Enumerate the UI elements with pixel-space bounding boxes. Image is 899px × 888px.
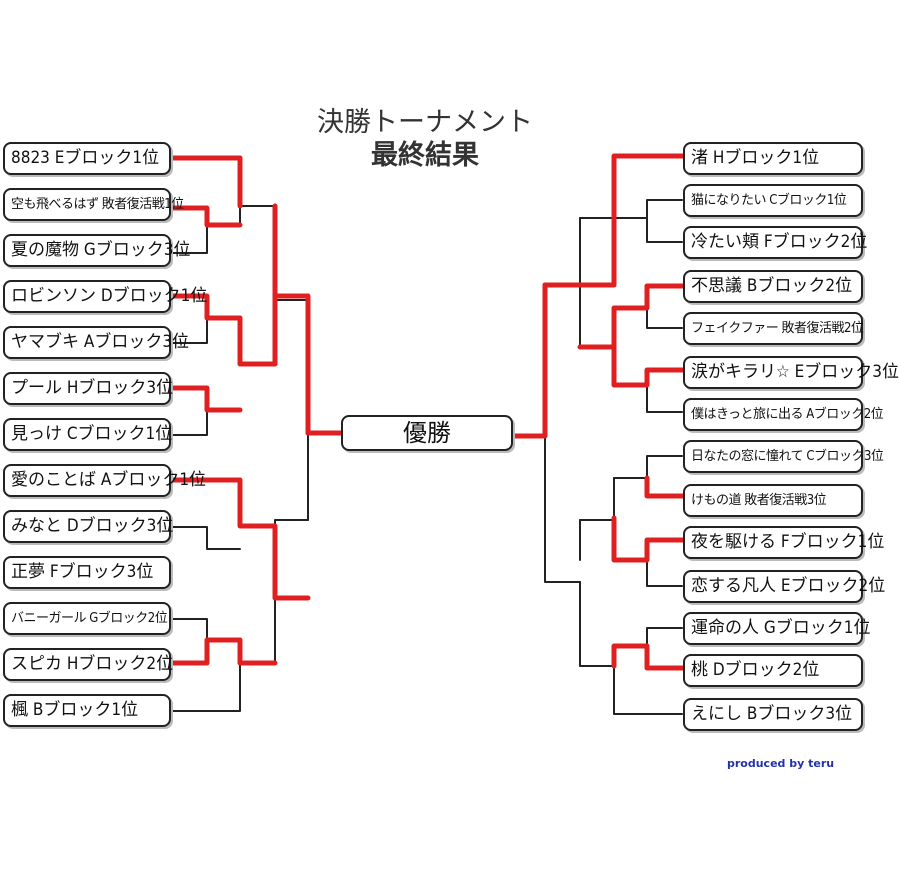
- right-entry-3: 冷たい頬 Fブロック2位: [683, 226, 867, 259]
- left-entry-13: 楓 Bブロック1位: [3, 694, 171, 727]
- champion-box: 優勝: [341, 415, 513, 451]
- bracket-connector: [613, 665, 683, 715]
- left-entry-6: プール Hブロック3位: [3, 372, 173, 405]
- right-entry-12: 運命の人 Gブロック1位: [683, 612, 870, 645]
- winning-path-connector: [644, 475, 689, 499]
- right-entry-13: 桃 Dブロック2位: [683, 654, 863, 687]
- bracket-connector: [239, 639, 276, 664]
- winning-path-connector: [272, 293, 311, 436]
- right-entry-14: えにし Bブロック3位: [683, 698, 863, 731]
- bracket-connector: [579, 581, 615, 667]
- bracket-connector: [274, 205, 309, 301]
- bracket-connector: [613, 559, 683, 587]
- right-entry-2: 猫になりたい Cブロック1位: [683, 184, 863, 217]
- bracket-connector: [171, 526, 241, 550]
- winning-path-connector: [169, 477, 311, 601]
- winning-path-connector: [577, 344, 689, 388]
- right-entry-5: フェイクファー 敗者復活戦2位: [683, 312, 864, 345]
- left-entry-2: 空も飛べるはず 敗者復活戦1位: [3, 188, 184, 221]
- left-entry-11: バニーガール Gブロック2位: [3, 602, 171, 635]
- right-entry-7: 僕はきっと旅に出る Aブロック2位: [683, 398, 884, 431]
- bracket-connector: [239, 205, 276, 226]
- left-entry-3: 夏の魔物 Gブロック3位: [3, 234, 190, 267]
- bracket-connector: [646, 307, 683, 329]
- bracket-connector: [613, 455, 683, 479]
- winning-path-connector: [169, 205, 243, 228]
- bracket-connector: [171, 618, 241, 641]
- right-entry-10: 夜を駆ける Fブロック1位: [683, 526, 884, 559]
- bracket-connector: [274, 519, 309, 599]
- bracket-connector: [171, 409, 241, 436]
- left-entry-9: みなと Dブロック3位: [3, 510, 173, 543]
- winning-path-connector: [611, 643, 689, 671]
- bracket-subtitle: 最終結果: [371, 140, 479, 171]
- right-entry-4: 不思議 Bブロック2位: [683, 270, 863, 303]
- winning-path-connector: [542, 215, 617, 288]
- bracket-lines: [169, 153, 689, 715]
- winning-path-connector: [611, 283, 689, 350]
- right-entry-8: 日なたの窓に憧れて Cブロック3位: [683, 440, 884, 473]
- winning-path-connector: [510, 282, 548, 439]
- left-entry-1: 8823 Eブロック1位: [3, 142, 171, 175]
- bracket-connector: [646, 217, 683, 243]
- tournament-bracket: 決勝トーナメント 最終結果 8823 Eブロック1位空も飛べるはず 敗者復活戦1…: [3, 107, 899, 770]
- right-entry-6: 涙がキラリ☆ Eブロック3位: [683, 356, 899, 389]
- bracket-connector: [544, 435, 581, 583]
- bracket-connector: [646, 627, 683, 647]
- winning-path-connector: [169, 155, 243, 209]
- bracket-connector: [579, 477, 615, 521]
- left-entry-4: ロビンソン Dブロック1位: [3, 280, 207, 313]
- winning-path-connector: [169, 293, 278, 367]
- right-entry-1: 渚 Hブロック1位: [683, 142, 863, 175]
- winning-path-connector: [611, 153, 689, 221]
- winning-path-connector: [611, 515, 689, 563]
- right-entry-9: けもの道 敗者復活戦3位: [683, 484, 863, 517]
- winning-path-connector: [169, 637, 278, 666]
- left-entry-8: 愛のことば Aブロック1位: [3, 464, 206, 497]
- credit-text: produced by teru: [727, 757, 835, 770]
- right-entry-11: 恋する凡人 Eブロック2位: [683, 570, 885, 603]
- left-entry-12: スピカ Hブロック2位: [3, 648, 173, 681]
- bracket-title: 決勝トーナメント: [317, 107, 533, 138]
- left-entry-7: 見っけ Cブロック1位: [3, 418, 172, 451]
- bracket-connector: [613, 199, 683, 219]
- bracket-connector: [239, 317, 276, 365]
- winning-path-connector: [169, 385, 243, 413]
- left-entry-10: 正夢 Fブロック3位: [3, 556, 171, 589]
- bracket-connector: [646, 369, 683, 413]
- left-entry-5: ヤマブキ Aブロック3位: [3, 326, 189, 359]
